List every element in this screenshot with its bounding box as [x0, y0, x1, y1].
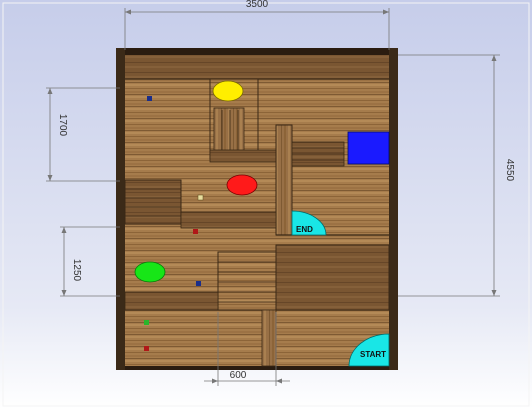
middle-ledge: [180, 211, 277, 229]
start-label: START: [360, 350, 386, 359]
dim-right-height-label: 4550: [504, 159, 515, 182]
marker-red-2: [144, 346, 149, 351]
lower-left-ledge: [124, 291, 219, 311]
dim-left-lower-label: 1250: [71, 259, 82, 282]
red-target-circle: [226, 174, 258, 196]
dim-left-upper: 1700: [46, 87, 120, 182]
end-label: END: [296, 225, 313, 234]
yellow-target-circle: [212, 80, 244, 102]
marker-blue-1: [147, 96, 152, 101]
center-ramp: [209, 149, 279, 163]
upper-stair-block: [213, 107, 245, 157]
marker-green: [144, 320, 149, 325]
left-edge: [116, 48, 125, 370]
dim-left-upper-label: 1700: [57, 114, 68, 137]
blue-target-square: [347, 131, 390, 165]
lower-right-platform: [275, 244, 390, 311]
marker-blue-2: [196, 281, 201, 286]
dim-right-height: 4550: [398, 54, 515, 297]
end-zone: [291, 210, 327, 236]
marker-red-1: [193, 229, 198, 234]
left-staircase: [124, 179, 182, 225]
dim-bottom-width: 600: [204, 312, 290, 386]
green-target-circle: [134, 261, 166, 283]
dim-top-width-label: 3500: [246, 0, 269, 10]
marker-cream: [197, 194, 204, 201]
start-zone: [348, 333, 390, 367]
right-edge: [389, 48, 398, 370]
lower-staircase: [217, 251, 277, 311]
dim-left-lower: 1250: [60, 226, 120, 297]
top-platform: [125, 55, 389, 79]
bottom-post: [261, 309, 277, 367]
dim-top-width: 3500: [124, 0, 390, 50]
center-wall: [275, 124, 293, 236]
dim-bottom-width-label: 600: [230, 370, 247, 381]
